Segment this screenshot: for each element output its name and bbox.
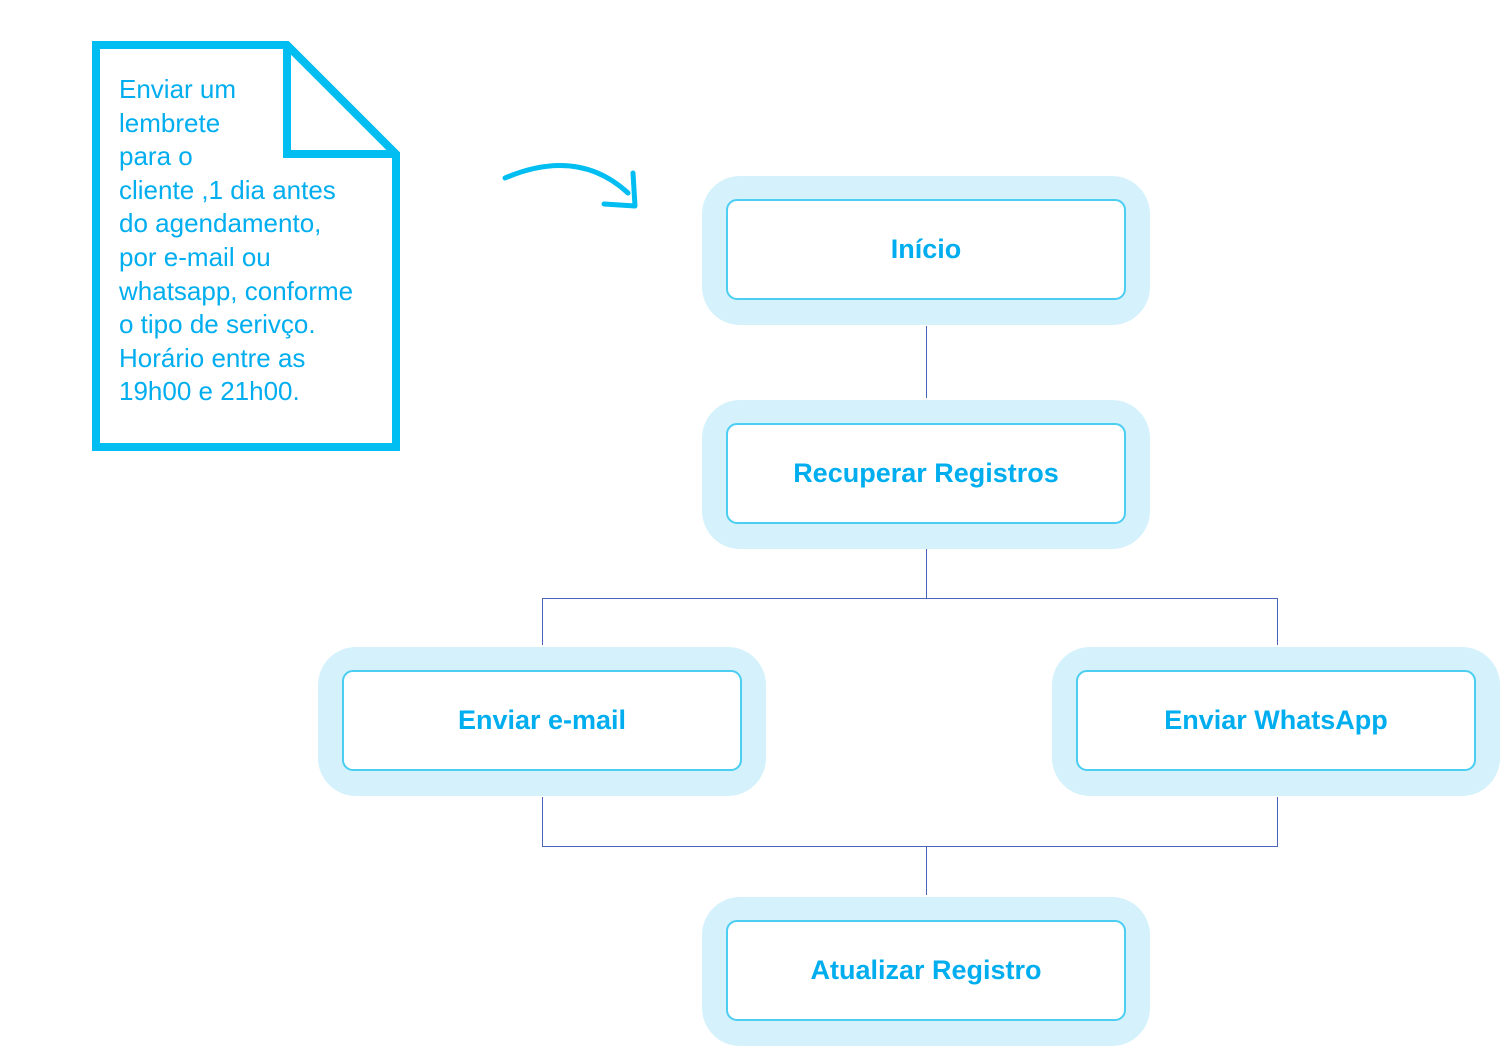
curved-arrow-icon bbox=[502, 163, 638, 209]
flow-connectors bbox=[542, 326, 1278, 895]
node-update-box: Atualizar Registro bbox=[726, 920, 1126, 1021]
node-fetch: Recuperar Registros bbox=[702, 400, 1150, 549]
node-fetch-box: Recuperar Registros bbox=[726, 423, 1126, 524]
node-email-box: Enviar e-mail bbox=[342, 670, 742, 771]
node-email-label: Enviar e-mail bbox=[457, 705, 627, 735]
connector-fetch-whatsapp bbox=[926, 598, 1278, 645]
node-whatsapp-box: Enviar WhatsApp bbox=[1076, 670, 1476, 771]
node-update: Atualizar Registro bbox=[702, 897, 1150, 1046]
node-whatsapp: Enviar WhatsApp bbox=[1052, 647, 1500, 796]
node-start: Início bbox=[702, 176, 1150, 325]
node-whatsapp-label: Enviar WhatsApp bbox=[1164, 705, 1388, 735]
node-fetch-label: Recuperar Registros bbox=[793, 458, 1059, 488]
note-text: Enviar um lembrete para o cliente ,1 dia… bbox=[119, 74, 354, 407]
connector-merge bbox=[542, 797, 1278, 847]
node-start-box: Início bbox=[726, 199, 1126, 300]
node-start-label: Início bbox=[890, 234, 962, 264]
node-email: Enviar e-mail bbox=[318, 647, 766, 796]
connector-fetch-email bbox=[542, 549, 927, 645]
node-update-label: Atualizar Registro bbox=[810, 955, 1042, 985]
note-document-shape bbox=[92, 41, 400, 451]
